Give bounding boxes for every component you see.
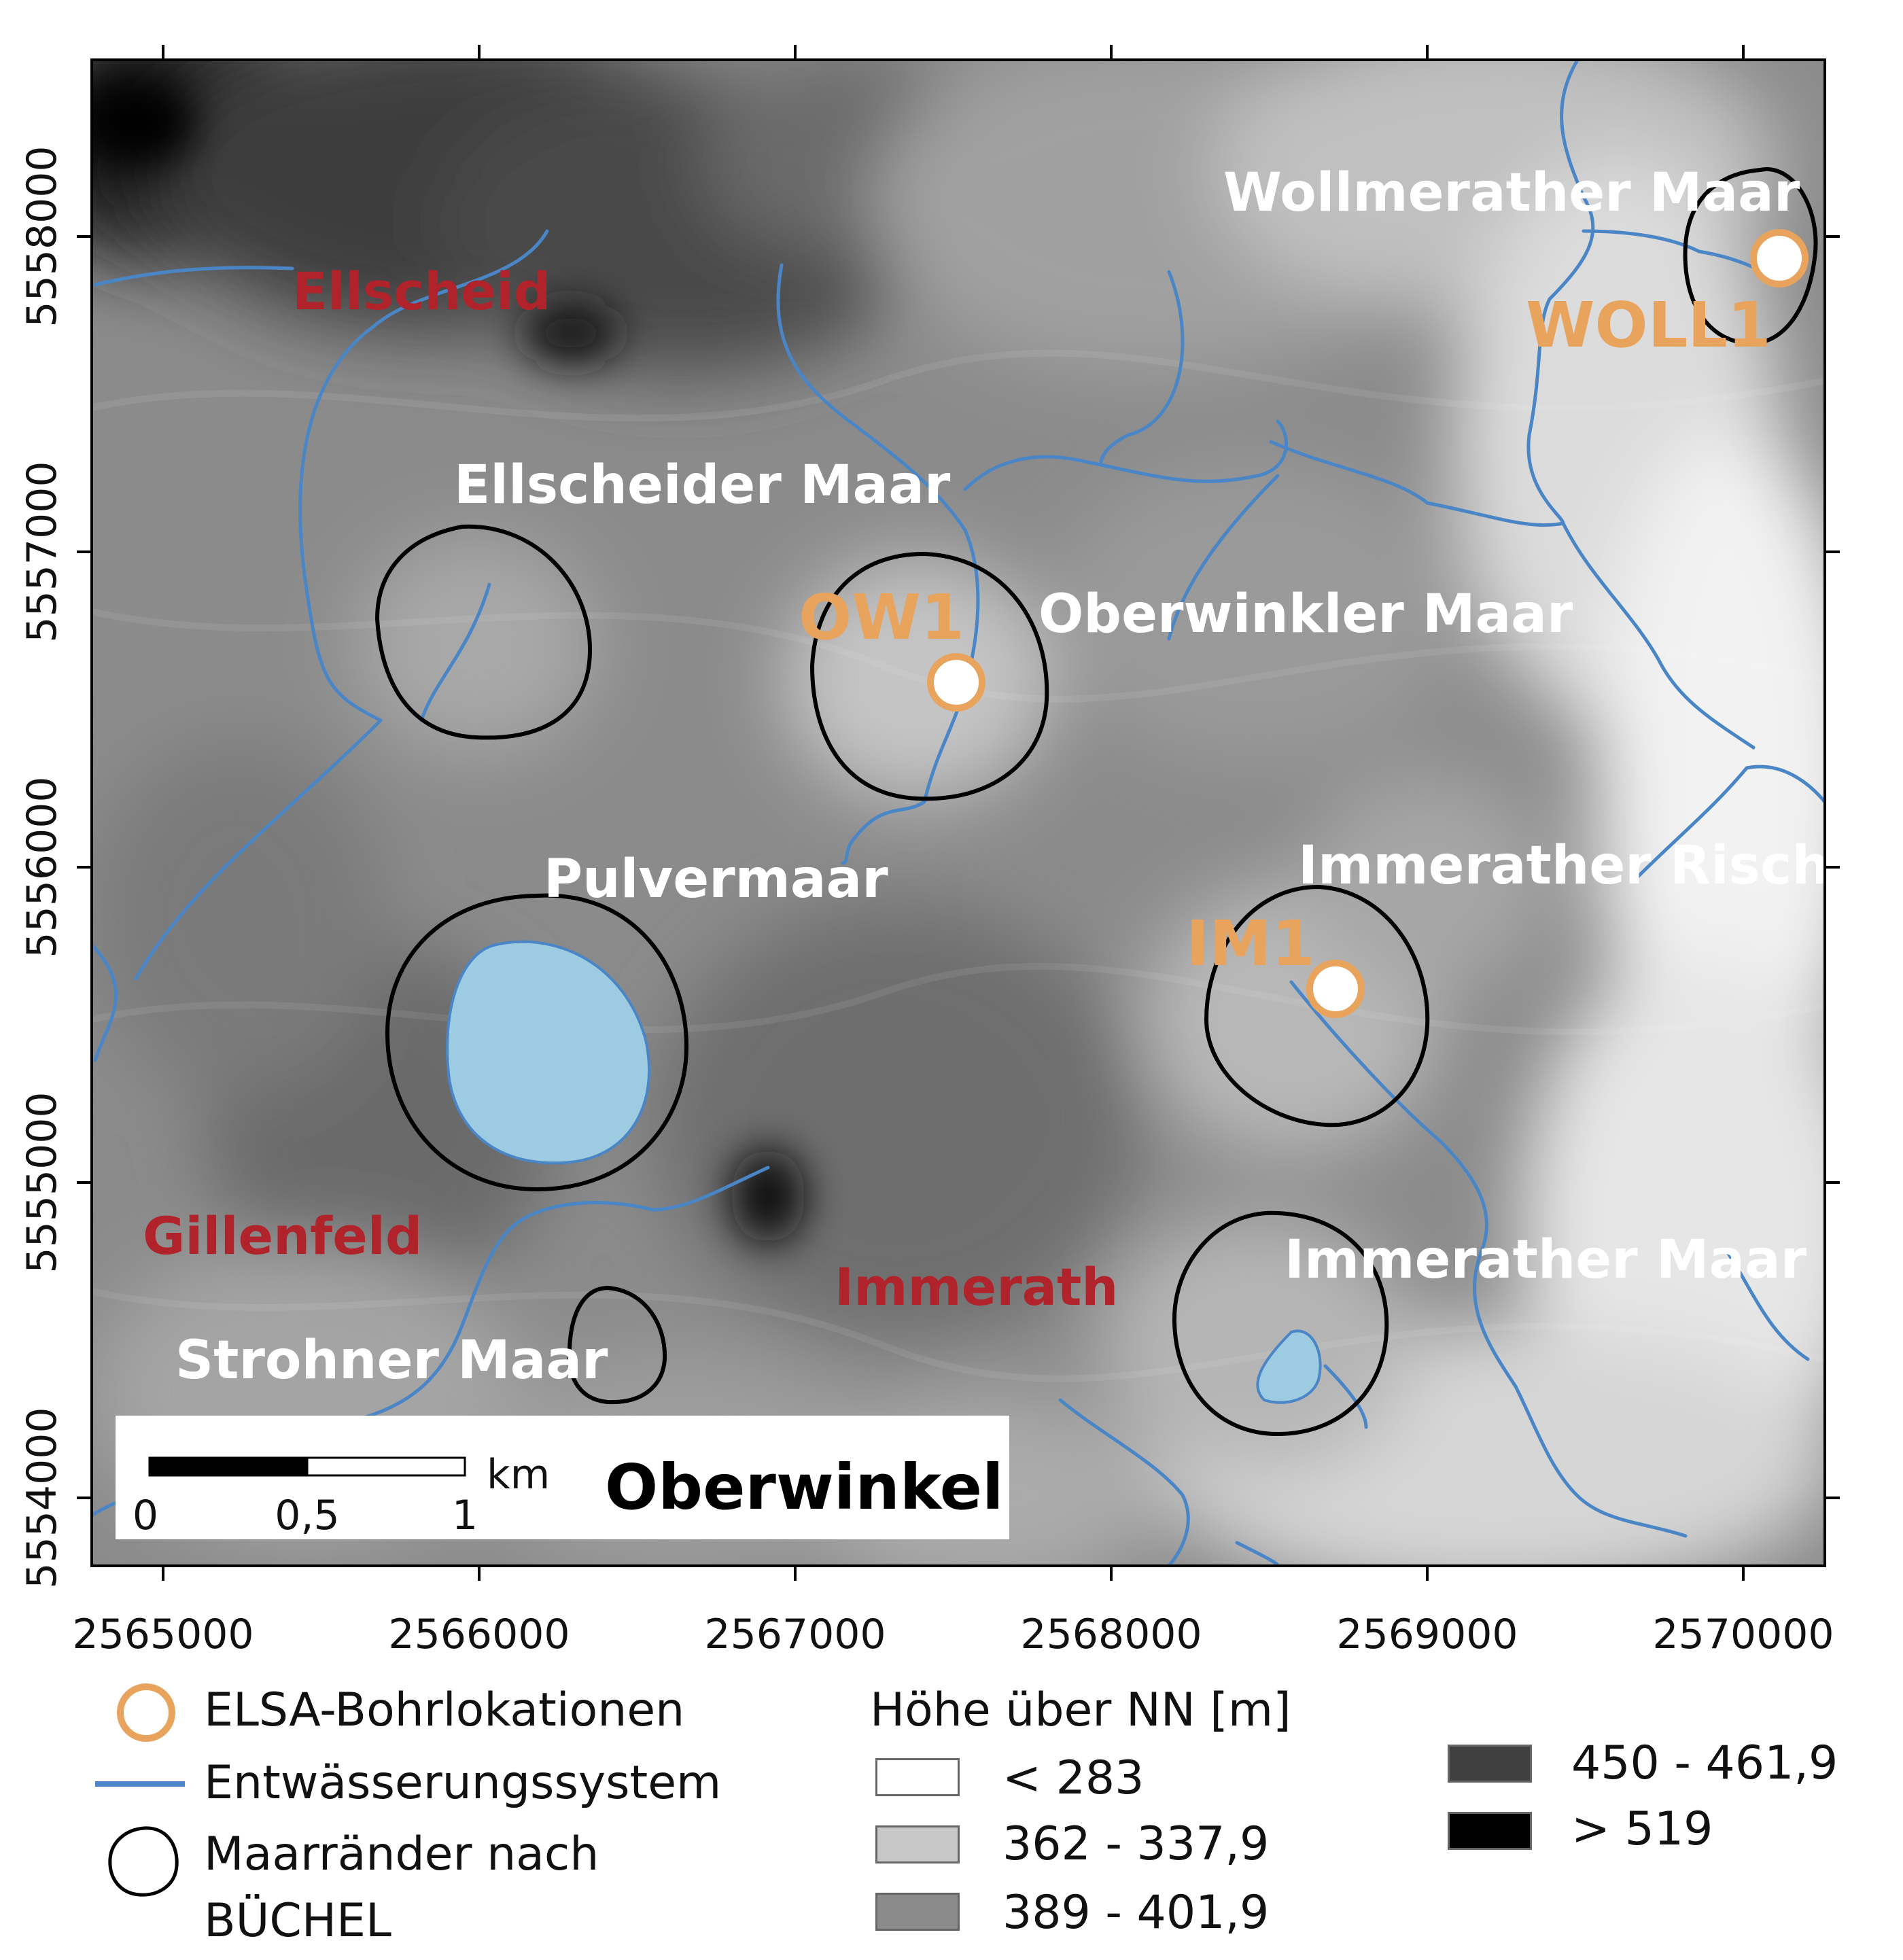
legend-swatch-389	[875, 1893, 960, 1931]
strohner-maar-rim	[567, 1285, 667, 1405]
pulvermaar-rim	[385, 893, 689, 1192]
scale-label-0-5: 0,5	[275, 1492, 339, 1539]
legend-maar-rims-label-1: Maarränder nach	[204, 1827, 599, 1881]
lakes	[446, 940, 1322, 1404]
drainage-network	[92, 60, 1825, 1566]
scale-bar-black-segment	[148, 1456, 309, 1477]
ellscheider-maar-rim	[374, 524, 593, 740]
label-pulvermaar: Pulvermaar	[544, 849, 888, 910]
legend-borehole-label: ELSA-Bohrlokationen	[204, 1683, 685, 1737]
legend-maar-rim-symbol	[108, 1826, 179, 1897]
legend-class-label: < 283	[1002, 1751, 1145, 1805]
label-ow1: OW1	[799, 581, 964, 654]
oberwinkler-maar-rim	[809, 551, 1049, 801]
immerather-maar-lake	[1256, 1329, 1322, 1404]
scale-unit: km	[487, 1451, 550, 1499]
x-tick-label: 2565000	[72, 1611, 254, 1658]
elevation-raster: Wollmerather Maar Ellscheider Maar Oberw…	[92, 60, 1830, 1566]
wollmerather-maar-rim	[1683, 167, 1818, 346]
scale-label-1: 1	[452, 1492, 478, 1539]
legend-swatch-450	[1448, 1745, 1532, 1783]
legend-class-label: 389 - 401,9	[1002, 1886, 1270, 1940]
label-woll1: WOLL1	[1526, 289, 1771, 362]
label-ellscheid: Ellscheid	[292, 261, 551, 321]
scale-bar-white-segment	[306, 1456, 466, 1477]
label-wollmerather-maar: Wollmerather Maar	[1223, 162, 1800, 224]
legend-borehole-symbol	[117, 1683, 175, 1742]
x-tick-label: 2566000	[388, 1611, 570, 1658]
x-tick-label: 2570000	[1652, 1611, 1834, 1658]
label-ellscheider-maar: Ellscheider Maar	[454, 455, 951, 516]
y-tick-label: 5554000	[18, 1407, 66, 1588]
legend-class-label: 450 - 461,9	[1571, 1736, 1838, 1790]
legend-swatch-362	[875, 1825, 960, 1863]
label-im1: IM1	[1186, 907, 1315, 980]
axis-ticks	[77, 45, 1840, 1581]
y-tick-label: 5557000	[18, 461, 66, 642]
immerather-risch-rim	[1204, 884, 1430, 1127]
map-title: Oberwinkel	[605, 1451, 1004, 1524]
borehole-labels: WOLL1 OW1 IM1	[799, 289, 1771, 980]
village-labels: Ellscheid Gillenfeld Immerath	[143, 261, 1118, 1317]
legend-symbols	[95, 1683, 185, 1897]
borehole-ow1-marker	[927, 653, 985, 712]
y-tick-label: 5556000	[18, 776, 66, 958]
legend-elevation-title: Höhe über NN [m]	[870, 1683, 1291, 1737]
x-tick-label: 2568000	[1020, 1611, 1202, 1658]
borehole-markers	[927, 229, 1809, 1018]
label-gillenfeld: Gillenfeld	[143, 1206, 422, 1266]
y-tick-label: 5555000	[18, 1091, 66, 1273]
legend-maar-rims-label-2: BÜCHEL	[204, 1894, 391, 1948]
legend-class-label: > 519	[1571, 1802, 1713, 1856]
scale-label-0: 0	[133, 1492, 158, 1539]
label-immerather-risch: Immerather Risch	[1298, 835, 1830, 896]
legend-class-label: 362 - 337,9	[1002, 1817, 1270, 1871]
borehole-im1-marker	[1306, 960, 1365, 1018]
y-tick-label: 5558000	[18, 145, 66, 327]
x-tick-label: 2569000	[1336, 1611, 1518, 1658]
x-axis-labels: 2565000 2566000 2567000 2568000 2569000 …	[72, 1611, 1834, 1658]
label-immerather-maar: Immerather Maar	[1285, 1229, 1807, 1291]
legend-swatch-lt283	[875, 1758, 960, 1796]
y-axis-labels: 5558000 5557000 5556000 5555000 5554000	[18, 145, 66, 1588]
map-frame	[90, 58, 1826, 1567]
borehole-woll1-marker	[1750, 229, 1809, 287]
legend-swatch-gt519	[1448, 1812, 1532, 1850]
label-oberwinkler-maar: Oberwinkler Maar	[1038, 584, 1573, 645]
label-strohner-maar: Strohner Maar	[175, 1330, 608, 1391]
scale-bar-panel: 0 0,5 1 km Oberwinkel	[116, 1416, 1009, 1539]
pulvermaar-lake	[446, 940, 651, 1165]
maar-rims	[374, 167, 1818, 1437]
maar-labels: Wollmerather Maar Ellscheider Maar Oberw…	[175, 162, 1830, 1391]
x-tick-label: 2567000	[704, 1611, 886, 1658]
legend-drainage-label: Entwässerungssystem	[204, 1756, 722, 1810]
label-immerath: Immerath	[835, 1257, 1118, 1317]
immerather-maar-rim	[1172, 1210, 1389, 1437]
